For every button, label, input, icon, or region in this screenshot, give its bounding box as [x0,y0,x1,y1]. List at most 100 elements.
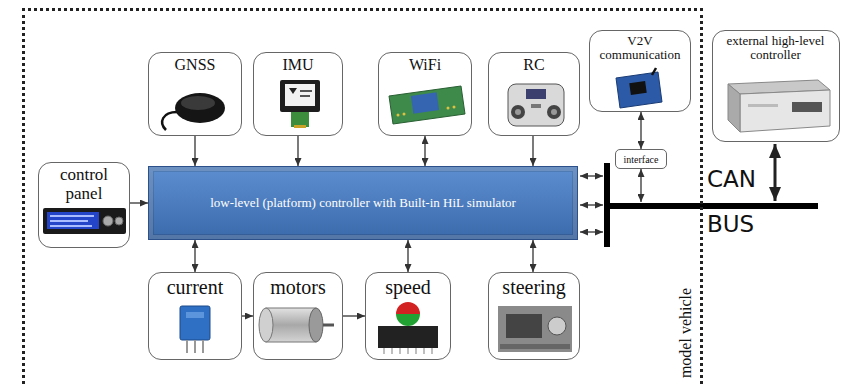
wifi-module [453,106,456,109]
wifi-module [389,86,465,124]
gnss-antenna [181,96,215,110]
imu-sensor [280,80,320,112]
lcd-panel [47,212,99,229]
imu-sensor [291,112,309,127]
bus-arrow-thick [774,144,777,201]
imu-sensor [300,90,312,92]
steering-servo [548,317,566,335]
lcd-panel [43,208,126,234]
rc-transmitter [511,105,525,119]
wifi-module [403,113,406,116]
component-box: RC [488,52,580,136]
box-label: IMU [282,56,313,74]
vehicle-boundary: model vehicle GNSS IMU WiFi RC V2V communicat… [22,8,703,384]
box-label: GNSS [175,56,216,74]
can-bus-line [604,203,818,209]
bus-arrow-thick [775,144,776,201]
region-label: model vehicle [677,288,695,378]
speed-sensor [396,314,420,326]
motor [309,308,323,342]
can-bus-line [604,163,818,247]
bus-arrow [580,169,641,232]
controller-block: low-level (platform) controller with Bui… [148,166,578,240]
connector-arrow [640,112,641,149]
wifi-module [411,92,439,113]
high-level-controller-unit [740,90,830,132]
rc-transmitter [551,109,557,115]
v2v-radio-module [629,81,647,95]
box-label: motors [270,276,326,298]
lcd-panel [50,225,92,227]
current-sensor [180,306,210,340]
current-sensor [186,312,204,318]
connector-arrow [194,136,195,166]
wifi-module [389,86,465,124]
speed-sensor [378,326,438,348]
connector-arrow [242,315,253,316]
speed-sensor [378,302,438,354]
bus-arrow [580,204,603,205]
connector-arrow [343,315,365,316]
interface-box: interface [615,149,667,169]
steering-servo [500,344,570,349]
wifi-module [447,107,450,110]
v2v-radio-module [616,72,662,108]
rc-transmitter [531,104,541,108]
component-box: V2V communication [589,30,691,112]
imu-sensor [289,88,297,94]
connector-arrow [424,136,425,166]
steering-servo [506,314,542,338]
box-label: low-level (platform) controller with Bui… [210,196,516,210]
connector-arrow [130,202,148,203]
connector-arrow [532,136,533,166]
rc-transmitter [508,84,564,126]
steering-servo [498,306,572,352]
box-label: WiFi [409,56,441,74]
box-label: control panel [52,166,116,203]
component-box: control panel [38,162,130,248]
box-label: steering [502,276,565,298]
component-box: external high-level controller [712,30,840,142]
v2v-radio-module [616,68,662,108]
component-box: current [148,272,242,360]
motor [259,308,334,342]
box-label: RC [523,56,544,74]
lcd-panel [50,215,94,217]
imu-sensor [285,84,315,106]
component-box: GNSS [148,52,242,136]
bus-label: CAN [707,168,756,191]
imu-sensor [300,95,310,97]
component-box: WiFi [378,52,472,136]
lcd-panel [115,217,123,225]
motor [259,308,273,342]
speed-sensor [396,302,420,314]
wifi-module [397,114,400,117]
box-label: external high-level controller [717,34,835,63]
component-box: IMU [253,52,343,136]
lcd-panel [43,208,126,234]
rc-transmitter [508,84,564,126]
rc-transmitter [515,109,521,115]
current-sensor [180,306,210,353]
bus-arrow [640,169,641,202]
gnss-antenna [175,93,225,123]
component-box: motors [253,272,343,360]
high-level-controller-unit [728,84,740,132]
current-sensor [187,340,203,353]
gnss-antenna [162,93,225,130]
lcd-panel [103,216,113,226]
component-box: steering [488,272,580,360]
bus-arrow [580,175,603,176]
component-box: speed [365,272,451,360]
v2v-radio-module [652,68,656,75]
rc-transmitter [547,105,561,119]
imu-sensor [280,80,320,128]
rc-transmitter [526,89,546,99]
steering-servo [498,306,572,352]
box-label: speed [385,276,431,298]
high-level-controller-unit [748,104,778,107]
box-label: V2V communication [594,34,686,63]
speed-sensor [384,348,432,354]
connector-arrow [532,240,533,272]
